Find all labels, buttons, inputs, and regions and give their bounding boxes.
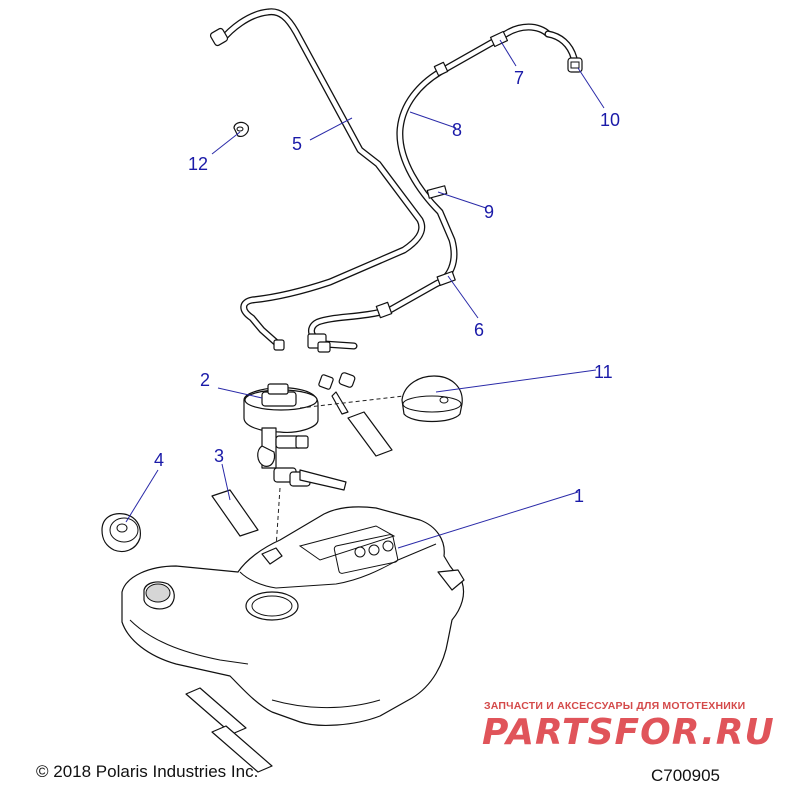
fitting-10 [567,57,583,73]
fuel-cap-4 [101,513,141,553]
callout-4: 4 [154,450,164,470]
callout-9: 9 [484,202,494,222]
vent-hose-5 [209,8,426,351]
watermark-logo: PARTSFOR.RU [482,712,775,753]
connector [318,372,356,415]
callout-10: 10 [600,110,620,130]
callout-3: 3 [214,446,224,466]
label-strip-3 [211,489,259,537]
callout-2: 2 [200,370,210,390]
clip-9 [426,185,448,199]
callout-11: 11 [594,362,613,382]
label-strip-upper [347,411,393,457]
drawing-number: C700905 [651,766,721,785]
fuel-tank-1 [121,506,465,726]
copyright-notice: © 2018 Polaris Industries Inc. [36,762,259,781]
callout-7: 7 [514,68,524,88]
label-strip-bottom [185,687,273,773]
clip-6 [375,270,456,319]
callout-5: 5 [292,134,302,154]
callout-12: 12 [188,154,208,174]
callout-1: 1 [574,486,584,506]
cover-11 [401,375,463,423]
fuel-pump-2 [243,383,347,491]
leader-lines [125,39,605,549]
watermark-tagline: ЗАПЧАСТИ И АКСЕССУАРЫ ДЛЯ МОТОТЕХНИКИ [484,700,746,712]
callout-6: 6 [474,320,484,340]
clip-7 [433,30,509,77]
callout-8: 8 [452,120,462,140]
tee-fitting [307,333,331,353]
clamp-12 [233,121,249,137]
